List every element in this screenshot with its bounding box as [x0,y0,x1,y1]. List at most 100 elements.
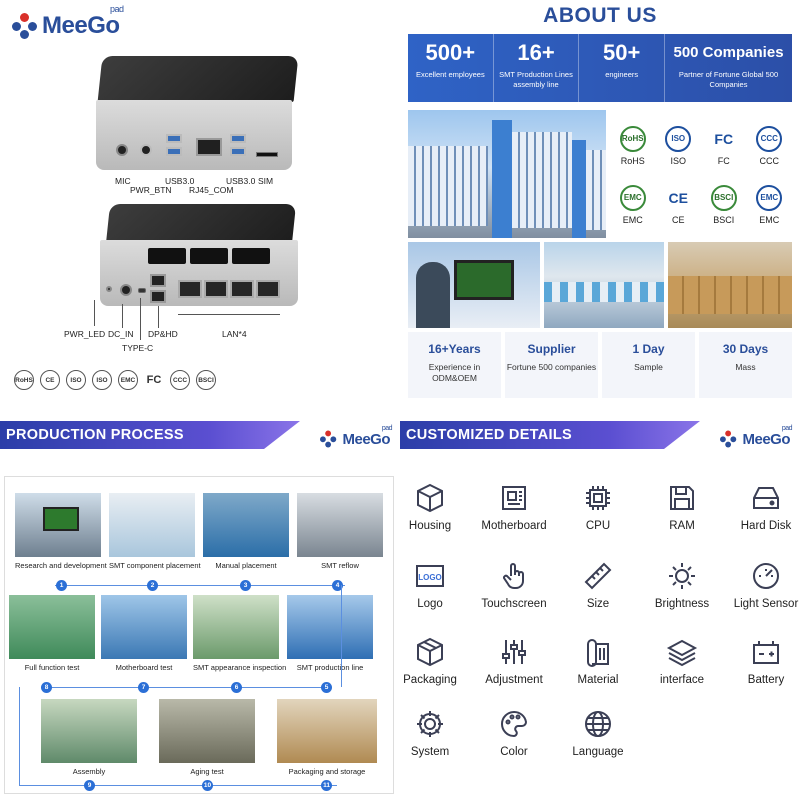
stats-banner: 500+Excellent employees 16+SMT Productio… [408,34,792,102]
leader-line [178,314,280,315]
logo-mark-icon [720,430,737,448]
sliders-icon [498,636,530,668]
option-brightness: Brightness [642,560,722,610]
brand-sup: pad [781,424,793,432]
fc-mark-icon: FC [146,374,162,386]
ccc-mark-icon: CCC [170,370,190,390]
option-interface: interface [642,636,722,686]
leader-line [158,306,159,328]
bsci-mark-icon: BSCI [196,370,216,390]
step-badge: 2 [147,580,158,591]
step-badge: 5 [321,682,332,693]
logo-icon: LOGO [414,560,446,592]
step-caption: Full function test [24,663,80,672]
option-adjustment: Adjustment [474,636,554,686]
process-step: SMT appearance inspection [193,595,286,672]
step-badge: 11 [321,780,332,791]
port-label-usb-right: USB3.0 [226,176,256,186]
option-language: Language [558,708,638,758]
step-badge: 3 [240,580,251,591]
step-photo [193,595,279,659]
step-badge: 10 [202,780,213,791]
option-touchscreen: Touchscreen [474,560,554,610]
step-badge: 6 [231,682,242,693]
gear-icon [414,708,446,740]
sun-icon [666,560,698,592]
battery-icon [750,636,782,668]
rohs-mark-icon: RoHS [14,370,34,390]
logo-mark-icon [12,13,38,39]
hdmi-port [150,290,166,303]
step-caption: Packaging and storage [288,767,366,776]
flow-line [341,585,342,687]
option-cpu: CPU [558,482,638,532]
process-step: Packaging and storage [277,699,377,776]
vent-3 [232,248,270,264]
usb-port-4 [230,147,246,156]
emc-icon: EMC [756,184,783,211]
step-photo [277,699,377,763]
option-motherboard: Motherboard [474,482,554,532]
case-front [96,100,292,170]
gauge-icon [750,560,782,592]
usb-port-2 [166,147,182,156]
step-badge: 9 [84,780,95,791]
chip-icon [582,482,614,514]
emc-mark-icon: EMC [118,370,138,390]
option-ram: RAM [642,482,722,532]
process-step: SMT reflow [297,493,383,570]
fc-icon: FC [714,130,734,147]
power-led [106,286,112,292]
type-c-port [138,288,146,293]
step-badge: 8 [41,682,52,693]
section-title: PRODUCTION PROCESS [6,427,184,443]
sim-slot [256,152,278,157]
step-photo [41,699,137,763]
rohs-icon: RoHS [619,125,646,152]
step-badge: 7 [138,682,149,693]
brand-name: MeeGo [42,12,120,39]
iso-mark-icon: ISO [66,370,86,390]
vent-1 [148,248,186,264]
brand-sup: pad [381,424,393,432]
option-size: Size [558,560,638,610]
vent-2 [190,248,228,264]
about-panel: ABOUT US 500+Excellent employees 16+SMT … [400,0,800,410]
process-step: Full function test [9,595,95,672]
option-color: Color [474,708,554,758]
cube-icon [414,482,446,514]
dp-port [150,274,166,287]
step-photo [101,595,187,659]
port-label-sim: SIM [258,176,274,186]
step-photo [159,699,255,763]
port-label-lan: LAN*4 [222,329,247,339]
flow-line [19,687,20,785]
option-packaging: Packaging [400,636,470,686]
option-housing: Housing [400,482,470,532]
custom-options-grid: Housing Motherboard CPU RAM Hard Disk LO… [400,468,800,800]
logo-mark-icon [320,430,337,448]
palette-icon [498,708,530,740]
mic-port [116,144,128,156]
touch-hand-icon [498,560,530,592]
step-caption: Manual placement [215,561,277,570]
about-title: ABOUT US [543,4,657,27]
flow-line [55,585,345,586]
port-label-mic: MIC [115,176,131,186]
package-icon [414,636,446,668]
lan-port-1 [178,280,202,298]
port-label-dp-hd: DP&HD [148,329,178,339]
step-caption: SMT reflow [321,561,359,570]
